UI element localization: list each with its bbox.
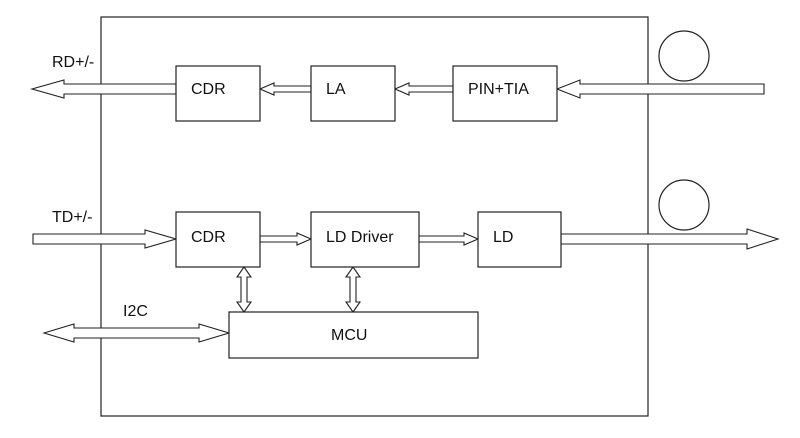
cdr-to-driver-arrow: [259, 232, 313, 246]
ld-driver-block: [310, 211, 420, 268]
driver-mcu-link-arrow: [344, 266, 362, 313]
la-block: [310, 65, 396, 122]
pin-tia-label: PIN+TIA: [468, 81, 529, 98]
ld-fiber-output-arrow: [560, 228, 780, 250]
rd-signal-label: RD+/-: [52, 54, 94, 71]
pin-to-la-arrow: [393, 82, 454, 96]
ld-driver-label: LD Driver: [326, 229, 394, 246]
cdr-mcu-link-arrow: [235, 266, 253, 313]
rx-cdr-label: CDR: [191, 81, 226, 98]
i2c-bus-arrow: [42, 323, 231, 343]
i2c-signal-label: I2C: [123, 303, 148, 320]
tx-fiber-connector-icon: [658, 179, 710, 231]
ld-block: [477, 211, 562, 268]
td-signal-label: TD+/-: [52, 209, 92, 226]
rx-cdr-block: [175, 65, 261, 122]
pin-tia-block: [452, 65, 558, 122]
ld-label: LD: [493, 229, 513, 246]
mcu-label: MCU: [331, 327, 367, 344]
driver-to-ld-arrow: [418, 232, 480, 246]
rd-output-arrow: [29, 79, 177, 99]
rx-fiber-input-arrow: [555, 79, 765, 99]
tx-cdr-label: CDR: [191, 229, 226, 246]
tx-cdr-block: [175, 211, 261, 268]
mcu-block: [228, 311, 479, 359]
la-to-cdr-arrow: [258, 82, 312, 96]
module-outline: [100, 16, 649, 417]
td-input-arrow: [32, 229, 178, 249]
la-label: LA: [326, 81, 346, 98]
rx-fiber-connector-icon: [658, 30, 710, 82]
